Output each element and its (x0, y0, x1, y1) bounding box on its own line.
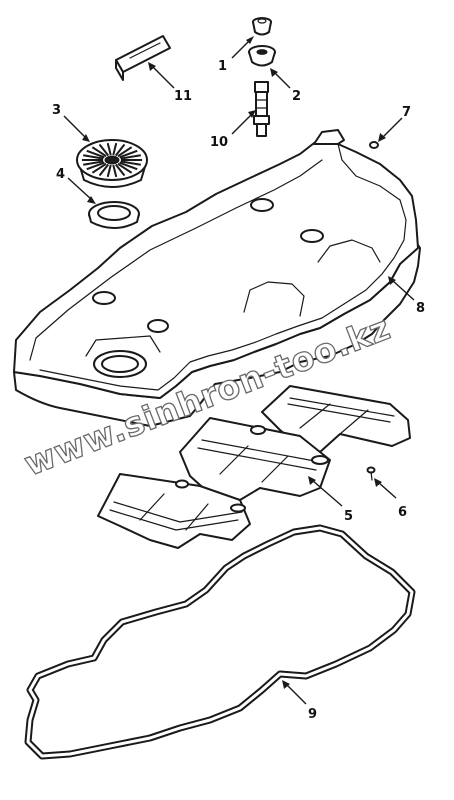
breather-fin (91, 162, 107, 174)
callout-label-4: 4 (56, 167, 65, 182)
part-5-baffle-plates (97, 385, 411, 549)
breather-fin (117, 162, 133, 174)
breather-fin (117, 146, 133, 158)
part-2-seal (248, 45, 276, 67)
callout-4: 4 (56, 167, 96, 204)
breather-fin (98, 163, 110, 177)
breather-fin (86, 149, 105, 159)
callout-9: 9 (282, 680, 317, 722)
breather-fin (120, 160, 141, 166)
breather-fin (119, 149, 138, 159)
callout-label-5: 5 (344, 509, 353, 524)
breather-fin (91, 146, 107, 158)
part-7-plug (369, 141, 379, 149)
breather-fin (83, 160, 104, 166)
callout-label-7: 7 (402, 105, 411, 120)
callout-label-6: 6 (398, 505, 407, 520)
breather-fin (119, 161, 138, 171)
part-9-gasket (24, 524, 416, 760)
callout-label-9: 9 (308, 707, 317, 722)
part-8-valve-cover (13, 129, 421, 427)
breather-fin (98, 143, 110, 157)
part-3-breather-cap (76, 139, 148, 188)
callout-11: 11 (148, 62, 192, 104)
callout-10: 10 (210, 110, 256, 150)
breather-fin (112, 142, 118, 156)
callout-8: 8 (388, 276, 425, 316)
breather-fin (120, 154, 141, 160)
part-10-stud (253, 81, 270, 137)
callout-label-11: 11 (174, 89, 192, 104)
breather-fin (114, 163, 126, 177)
part-6-screw (366, 466, 376, 481)
part-11-plate (115, 35, 171, 81)
breather-fin (114, 143, 126, 157)
breather-fin (106, 164, 112, 178)
breather-fin (112, 164, 118, 178)
breather-fin (86, 161, 105, 171)
breather-fin (106, 142, 112, 156)
callout-label-2: 2 (292, 89, 301, 104)
callout-1: 1 (218, 36, 254, 74)
callout-7: 7 (378, 105, 411, 142)
callout-label-1: 1 (218, 59, 227, 74)
part-1-cap (252, 17, 272, 36)
callout-label-3: 3 (52, 103, 61, 118)
callout-label-10: 10 (210, 135, 228, 150)
callout-2: 2 (270, 68, 301, 104)
part-4-ring (88, 201, 140, 229)
breather-fin (83, 154, 104, 160)
callout-5: 5 (308, 476, 353, 524)
callout-6: 6 (374, 478, 407, 520)
callout-label-8: 8 (416, 301, 425, 316)
callout-3: 3 (52, 103, 90, 142)
